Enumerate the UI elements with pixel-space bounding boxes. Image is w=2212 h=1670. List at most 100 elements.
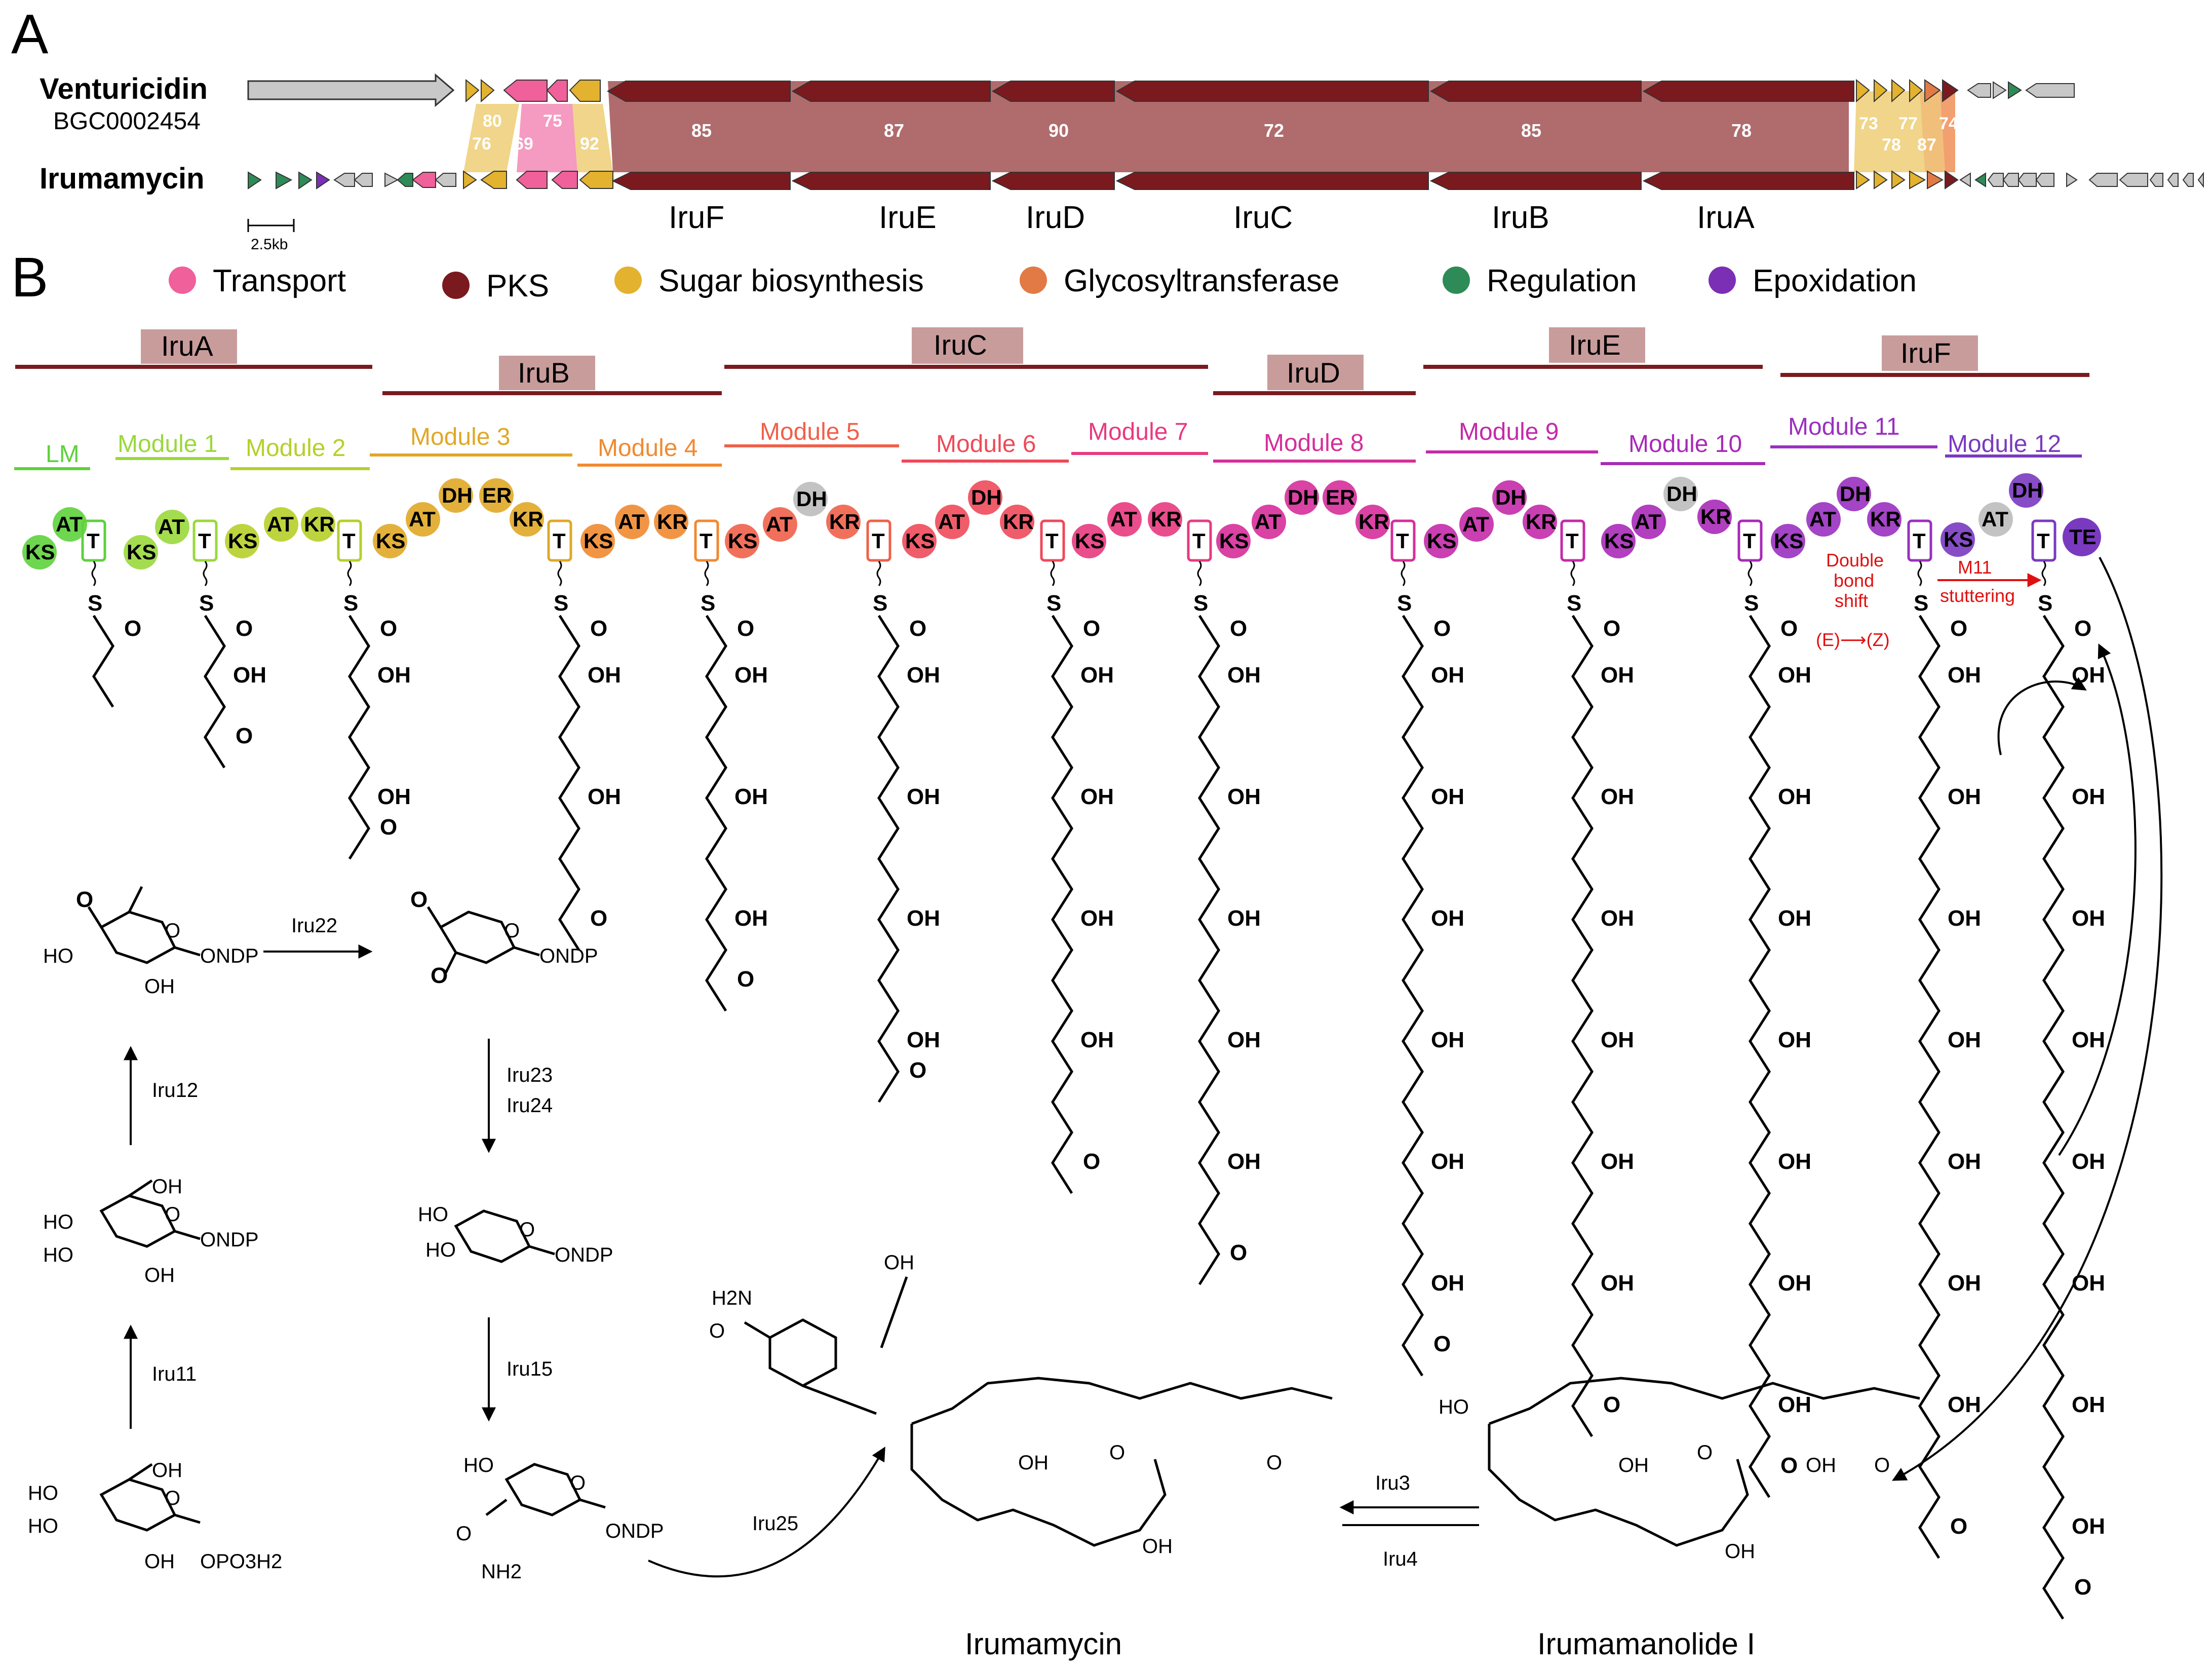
domain-label: KR xyxy=(1526,510,1557,534)
domain-label: KR xyxy=(1003,510,1034,534)
hydroxyl-group: OH xyxy=(1778,1149,1811,1174)
hydroxyl-group: OH xyxy=(1778,906,1811,931)
dh-domain xyxy=(1285,480,1319,515)
enzyme-label: Iru12 xyxy=(152,1079,198,1102)
ketone-oxygen: O xyxy=(909,1058,926,1083)
domain-label: KS xyxy=(1604,529,1634,553)
annotation-double-bond: Double xyxy=(1826,550,1884,571)
identity-label: 85 xyxy=(691,120,712,141)
phosphopantetheine-arm xyxy=(876,561,881,586)
hydroxyl-group: OH xyxy=(1948,663,1981,688)
svg-text:OH: OH xyxy=(144,975,175,998)
domain-label: T xyxy=(1913,529,1926,553)
phosphopantetheine-arm xyxy=(1570,561,1575,586)
hydroxyl-group: OH xyxy=(1431,1028,1464,1052)
svg-text:OH: OH xyxy=(1018,1452,1049,1474)
hydroxyl-group: OH xyxy=(2072,1514,2105,1539)
phosphopantetheine-arm xyxy=(557,561,562,586)
release-arrow xyxy=(1892,557,2163,1481)
module-label: Module 7 xyxy=(1088,419,1188,445)
intermediate-backbone xyxy=(705,615,727,1012)
ks-domain xyxy=(1072,524,1106,558)
hydroxyl-group: OH xyxy=(907,1028,940,1052)
svg-text:HO: HO xyxy=(28,1482,58,1504)
panel-label-a: A xyxy=(11,3,49,65)
hydroxyl-group: OH xyxy=(2072,784,2105,809)
intermediate-backbone xyxy=(348,615,370,860)
module-label-lm: LM xyxy=(46,441,80,468)
domain-label: T xyxy=(1045,529,1059,553)
hydroxyl-group: OH xyxy=(1080,906,1114,931)
carbonyl-oxygen: O xyxy=(124,616,141,641)
module-label: Module 1 xyxy=(118,431,217,458)
phosphopantetheine-arm xyxy=(2041,561,2046,586)
phosphopantetheine-arm xyxy=(1748,561,1753,586)
thioester-sulfur: S xyxy=(1914,591,1928,616)
domain-label: T xyxy=(872,529,885,553)
module-label: Module 6 xyxy=(936,431,1036,458)
gene-label-irub: IruB xyxy=(1492,200,1549,235)
protein-label-irub: IruB xyxy=(518,357,570,389)
enzyme-label: Iru11 xyxy=(152,1363,197,1385)
module-label: Module 2 xyxy=(246,435,345,462)
irumamanolide-structure: HO OH OH O OH O Irumamanolide I xyxy=(1439,1377,1920,1661)
svg-text:OH: OH xyxy=(1618,1454,1649,1476)
module-label: Module 4 xyxy=(598,435,697,462)
domain-label: KS xyxy=(376,529,405,553)
hydroxyl-group: OH xyxy=(1601,1149,1634,1174)
svg-text:O: O xyxy=(456,1523,472,1545)
dh-domain xyxy=(439,478,473,513)
domain-label: DH xyxy=(2012,478,2043,502)
dh-domain xyxy=(968,480,1002,515)
domain-label: AT xyxy=(1809,507,1836,531)
at-domain xyxy=(155,510,189,544)
svg-text:HO: HO xyxy=(28,1515,58,1537)
dh-domain xyxy=(1492,480,1527,515)
domain-label: T xyxy=(342,529,356,553)
legend-swatch-epoxidation xyxy=(1709,267,1736,294)
domain-label: AT xyxy=(267,512,294,536)
identity-label: 85 xyxy=(1521,120,1541,141)
ks-domain xyxy=(1216,524,1251,558)
svg-text:H2N: H2N xyxy=(712,1287,752,1309)
carbonyl-oxygen: O xyxy=(909,616,926,641)
hydroxyl-group: OH xyxy=(2072,663,2105,688)
intermediate-backbone xyxy=(1051,615,1073,1194)
intermediate-backbone xyxy=(1918,615,1941,1559)
legend-label: Epoxidation xyxy=(1753,263,1917,298)
ks-domain xyxy=(124,535,158,570)
ketone-oxygen: O xyxy=(590,906,607,931)
gene-label-irua: IruA xyxy=(1697,200,1755,235)
domain-label: KS xyxy=(584,529,613,553)
product-label-irumamanolide: Irumamanolide I xyxy=(1537,1627,1755,1661)
ketone-oxygen: O xyxy=(380,815,397,840)
ketone-oxygen: O xyxy=(2074,1575,2091,1600)
phosphopantetheine-arm xyxy=(1050,561,1055,586)
module-labels: LM Module 1 Module 2 Module 3 Module 4 M… xyxy=(14,413,2082,470)
hydroxyl-group: OH xyxy=(907,906,940,931)
thioester-sulfur: S xyxy=(1193,591,1208,616)
kr-domain xyxy=(1697,500,1732,534)
svg-text:ONDP: ONDP xyxy=(539,945,598,967)
domain-label: KS xyxy=(728,529,757,553)
intermediate-backbone xyxy=(1749,615,1771,1498)
thiolation-domain xyxy=(2031,519,2056,562)
domain-label: TE xyxy=(2069,525,2097,549)
domain-label: KS xyxy=(1427,529,1456,553)
hydroxyl-group: OH xyxy=(1948,1392,1981,1417)
svg-text:HO: HO xyxy=(425,1239,456,1261)
identity-label: 87 xyxy=(884,120,904,141)
thioester-sulfur: S xyxy=(1046,591,1061,616)
domain-label: KR xyxy=(304,512,335,536)
carbonyl-oxygen: O xyxy=(1433,616,1451,641)
domain-label: KR xyxy=(657,510,688,534)
phosphopantetheine-arm xyxy=(203,561,208,586)
svg-text:OH: OH xyxy=(884,1251,914,1274)
domain-label: T xyxy=(198,529,211,553)
svg-text:OPO3H2: OPO3H2 xyxy=(200,1550,282,1573)
hydroxyl-group: OH xyxy=(588,663,621,688)
carbonyl-oxygen: O xyxy=(1603,616,1620,641)
legend-swatch-glycosyltransferase xyxy=(1020,267,1047,294)
ketal-arrow xyxy=(1997,677,2087,755)
domain-label: KR xyxy=(1359,510,1389,534)
